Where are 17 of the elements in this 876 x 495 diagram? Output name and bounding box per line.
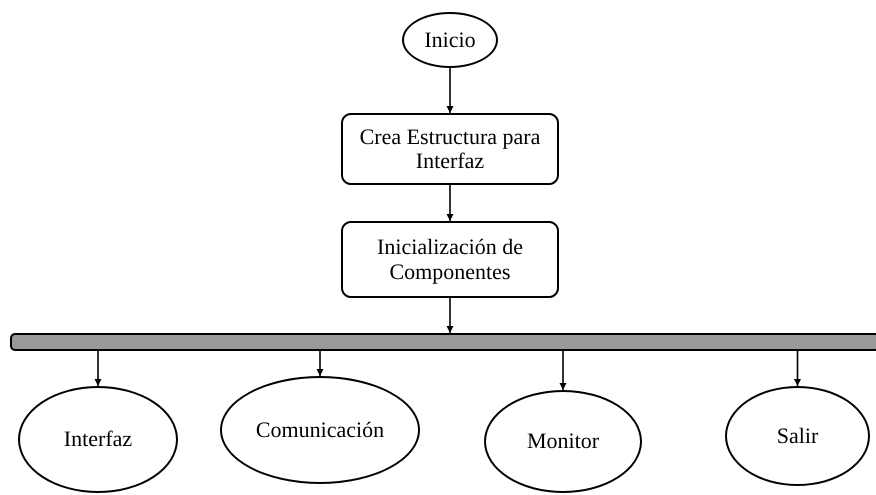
bus-bar <box>10 333 876 351</box>
node-label: Crea Estructura para Interfaz <box>358 124 542 174</box>
process-box <box>341 113 559 185</box>
node-label: Comunicación <box>256 418 384 442</box>
arrow <box>446 68 454 113</box>
arrow <box>446 185 454 221</box>
arrow <box>316 351 324 376</box>
node-label: Salir <box>776 424 818 448</box>
node-label: Inicialización de Componentes <box>376 235 524 284</box>
node-label: Monitor <box>526 429 600 454</box>
arrow <box>94 351 102 386</box>
node-label: Interfaz <box>64 427 132 452</box>
process-box <box>341 221 559 298</box>
node-label: Inicio <box>424 28 476 52</box>
arrow <box>794 351 801 386</box>
arrow <box>446 298 454 333</box>
arrow <box>560 351 566 390</box>
